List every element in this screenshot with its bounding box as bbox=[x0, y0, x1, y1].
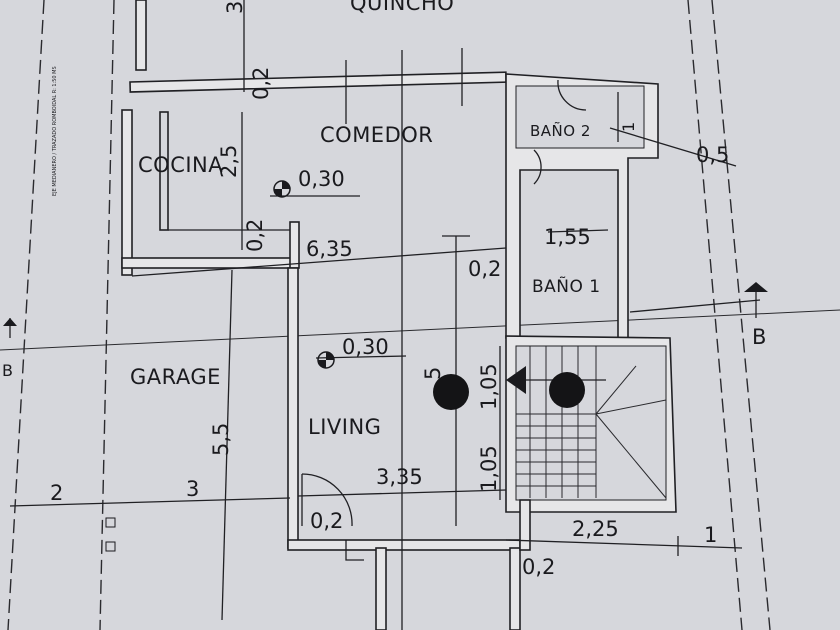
dim-label: 0,2 bbox=[468, 257, 501, 281]
level-marker-2 bbox=[317, 351, 335, 369]
dim-label: 0,2 bbox=[310, 509, 343, 533]
room-bano-1: BAÑO 1 bbox=[532, 275, 601, 297]
column-dot bbox=[549, 372, 585, 408]
dim-label: 3 bbox=[186, 477, 199, 501]
dim-label: 5 bbox=[421, 367, 445, 380]
dim-label: 1,05 bbox=[477, 445, 501, 492]
section-marker-left bbox=[3, 318, 17, 338]
dim-label: 0,5 bbox=[696, 143, 729, 167]
stair-arrow-icon bbox=[506, 366, 526, 394]
dim-label: 0,2 bbox=[249, 67, 273, 100]
dimension-lines bbox=[9, 0, 761, 630]
fixture-square bbox=[105, 541, 116, 552]
dim-label: 2,5 bbox=[217, 145, 241, 178]
doors bbox=[301, 79, 587, 561]
dim-label: 0,2 bbox=[522, 555, 555, 579]
dim-label: 0,2 bbox=[243, 219, 267, 252]
room-comedor: COMEDOR bbox=[320, 123, 433, 147]
fixture-square bbox=[105, 517, 116, 528]
dim-label: 3,35 bbox=[376, 465, 423, 489]
dim-label: 1,05 bbox=[477, 363, 501, 410]
dim-label: 1,55 bbox=[544, 225, 591, 249]
section-marker-right bbox=[744, 282, 768, 318]
column-dot bbox=[433, 374, 469, 410]
room-quincho: QUINCHO bbox=[350, 0, 454, 15]
dim-label: 1 bbox=[704, 523, 717, 547]
margin-note: EJE MEDIANERO / TRAZADO ROMBOIDAL R: 1:5… bbox=[52, 66, 58, 196]
section-label-right: B bbox=[752, 325, 766, 349]
room-garage: GARAGE bbox=[130, 365, 221, 389]
dim-label: 0,30 bbox=[342, 335, 389, 359]
room-bano-2: BAÑO 2 bbox=[530, 121, 591, 140]
room-cocina: COCINA bbox=[138, 153, 223, 177]
level-marker-1 bbox=[273, 180, 291, 198]
dim-label: 5,5 bbox=[209, 423, 233, 456]
dim-label: 1 bbox=[619, 122, 638, 132]
dim-label: 2 bbox=[50, 481, 63, 505]
room-living: LIVING bbox=[308, 415, 381, 439]
dim-label: 3 bbox=[223, 1, 247, 14]
dim-label: 2,25 bbox=[572, 517, 619, 541]
dim-label: 6,35 bbox=[306, 237, 353, 261]
dim-label: 0,30 bbox=[298, 167, 345, 191]
section-label-left: B bbox=[2, 361, 13, 380]
